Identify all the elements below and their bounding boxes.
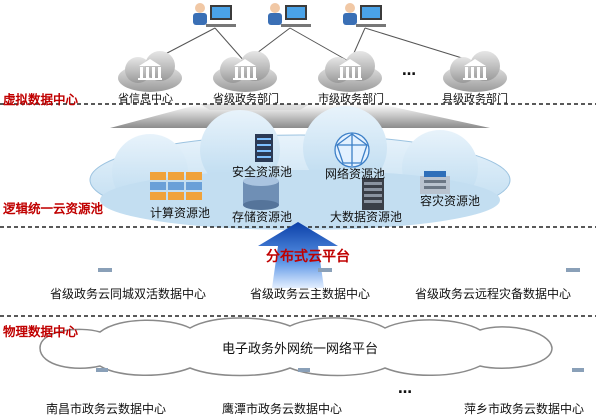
government-building-icon	[138, 59, 162, 80]
cloud-node	[318, 51, 382, 92]
server-rack-icon	[420, 171, 450, 194]
layer-label-logical-pool: 逻辑统一云资源池	[3, 201, 104, 216]
pool-label-storage: 存储资源池	[232, 210, 293, 224]
cloud-node	[213, 51, 277, 92]
city-dc-label: 萍乡市政务云数据中心	[464, 402, 585, 416]
city-dc-label: 鹰潭市政务云数据中心	[222, 402, 343, 416]
server-rack-icon	[96, 368, 584, 372]
user-at-computer-icon	[343, 3, 386, 27]
provincial-dc-label: 省级政务云主数据中心	[250, 287, 371, 301]
pool-label-dr: 容灾资源池	[420, 194, 481, 208]
layer-label-virtual-dc: 虚拟数据中心	[3, 92, 79, 107]
provincial-dc-label: 省级政务云同城双活数据中心	[50, 287, 207, 301]
city-dc-label: 南昌市政务云数据中心	[46, 402, 167, 416]
user-at-computer-icon	[193, 3, 236, 27]
pool-label-network: 网络资源池	[325, 167, 386, 181]
bottom-ellipsis: …	[398, 381, 412, 397]
platform-label: 分布式云平台	[266, 249, 350, 265]
government-building-icon	[338, 59, 362, 80]
network-globe-icon	[334, 132, 370, 168]
server-rack-icon	[150, 172, 202, 200]
top-ellipsis: …	[402, 63, 416, 79]
government-building-icon	[233, 59, 257, 80]
cloud-node	[443, 51, 507, 92]
cloud-node	[118, 51, 182, 92]
server-rack-icon	[362, 178, 384, 210]
pool-label-security: 安全资源池	[232, 165, 293, 179]
top-node-label: 市级政务部门	[318, 92, 384, 105]
top-node-label: 省级政务部门	[213, 92, 279, 105]
top-node-label: 省信息中心	[118, 92, 173, 105]
server-rack-icon	[98, 268, 580, 272]
top-node-label: 县级政务部门	[442, 92, 508, 105]
pool-label-compute: 计算资源池	[150, 206, 211, 220]
server-rack-icon	[255, 134, 273, 162]
top-clouds	[118, 51, 507, 92]
government-building-icon	[463, 59, 487, 80]
network-platform-label: 电子政务外网统一网络平台	[222, 342, 379, 357]
database-icon	[243, 176, 279, 210]
user-at-computer-icon	[268, 3, 311, 27]
user-links	[149, 27, 476, 63]
pool-label-bigdata: 大数据资源池	[330, 210, 403, 224]
users-group	[193, 3, 386, 27]
layer-label-physical-dc: 物理数据中心	[3, 324, 79, 339]
network-platform-cloud	[39, 317, 553, 377]
upward-fan	[110, 104, 490, 128]
provincial-dc-label: 省级政务云远程灾备数据中心	[415, 287, 572, 301]
